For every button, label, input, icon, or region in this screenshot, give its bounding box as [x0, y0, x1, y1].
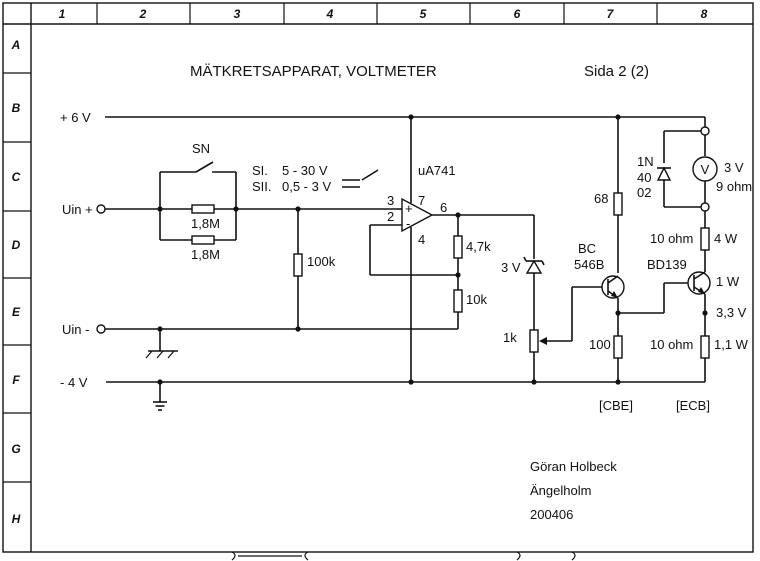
column-labels: 1 2 3 4 5 6 7 8: [59, 7, 708, 21]
range-switch-pos1-label: SI.: [252, 163, 268, 178]
voltage-33-label: 3,3 V: [716, 305, 747, 320]
column-label-8: 8: [701, 7, 708, 21]
earth-ground-icon: [153, 382, 167, 411]
resistor-4k7-label: 4,7k: [466, 239, 491, 254]
resistor-10ohm-1w1-label: 10 ohm: [650, 337, 693, 352]
reference-section: 3 V 1k: [501, 215, 572, 385]
transistor-bc546b-name-2: 546B: [574, 257, 604, 272]
opamp-section: uA741 + - 3 2 7 4 6 4,7k 10k: [369, 114, 534, 385]
resistor-100k: [293, 253, 303, 277]
resistor-10k-label: 10k: [466, 292, 487, 307]
resistor-68-label: 68: [594, 191, 608, 206]
row-label-e: E: [12, 305, 21, 319]
transistor-bd139-name: BD139: [647, 257, 687, 272]
resistor-10ohm-1w1-power: 1,1 W: [714, 337, 749, 352]
net-label-uin-plus: Uin +: [62, 202, 93, 217]
resistor-100: [613, 335, 623, 359]
author-block: Göran Holbeck Ängelholm 200406: [530, 459, 617, 522]
row-label-a: A: [11, 38, 21, 52]
output-stage: 68 BC 546B 100 [CBE]: [571, 114, 752, 413]
zener-3v-icon: [523, 256, 545, 274]
opamp-pin-4: 4: [418, 232, 425, 247]
opamp-pin-6: 6: [440, 200, 447, 215]
switch-sn-blade: [195, 161, 214, 173]
voltmeter-symbol: V: [701, 162, 710, 177]
pinout-bc546b: [CBE]: [599, 398, 633, 413]
row-label-d: D: [12, 238, 21, 252]
range-switch-blade: [361, 169, 379, 181]
range-switch-pos2-value: 0,5 - 3 V: [282, 179, 331, 194]
transistor-bc546b-icon: [572, 275, 625, 299]
pinout-bd139: [ECB]: [676, 398, 710, 413]
opamp-name: uA741: [418, 163, 456, 178]
meter-terminal-bottom: [700, 202, 710, 212]
resistor-4k7: [453, 235, 463, 259]
author-date: 200406: [530, 507, 573, 522]
net-label-uin-minus: Uin -: [62, 322, 89, 337]
resistor-1m8-top-label: 1,8M: [191, 216, 220, 231]
row-label-b: B: [12, 101, 21, 115]
opamp-pin-3: 3: [387, 193, 394, 208]
meter-spec-voltage: 3 V: [724, 160, 744, 175]
range-switch-pos2-label: SII.: [252, 179, 272, 194]
resistor-10ohm-4w-power: 4 W: [714, 231, 738, 246]
row-label-f: F: [12, 373, 20, 387]
column-label-1: 1: [59, 7, 66, 21]
author-name: Göran Holbeck: [530, 459, 617, 474]
column-label-2: 2: [139, 7, 147, 21]
switch-sn-label: SN: [192, 141, 210, 156]
diode-label-1: 1N: [637, 154, 654, 169]
resistor-10ohm-4w: [700, 227, 710, 251]
resistor-100k-label: 100k: [307, 254, 336, 269]
diode-label-2: 40: [637, 170, 651, 185]
row-label-h: H: [12, 512, 21, 526]
range-switch-pos1-value: 5 - 30 V: [282, 163, 328, 178]
column-label-4: 4: [326, 7, 334, 21]
column-label-7: 7: [607, 7, 615, 21]
resistor-100-label: 100: [589, 337, 611, 352]
resistor-10ohm-1w1: [700, 335, 710, 359]
row-label-g: G: [11, 442, 20, 456]
row-labels: A B C D E F G H: [11, 38, 21, 526]
input-section: Uin + SN 1,8M 1,8M SI. 5 - 30 V SII. 0,5…: [62, 141, 458, 411]
resistor-10k: [453, 289, 463, 313]
transistor-bc546b-name-1: BC: [578, 241, 596, 256]
supply-rails: + 6 V - 4 V: [60, 110, 706, 390]
potentiometer-1k-label: 1k: [503, 330, 517, 345]
resistor-1m8-bottom: [191, 235, 215, 245]
author-city: Ängelholm: [530, 483, 591, 498]
resistor-1m8-bottom-label: 1,8M: [191, 247, 220, 262]
column-label-3: 3: [234, 7, 241, 21]
net-label-plus6v: + 6 V: [60, 110, 91, 125]
sheet-title: MÄTKRETSAPPARAT, VOLTMETER: [190, 63, 437, 80]
row-label-c: C: [12, 170, 21, 184]
diode-1n4002-icon: [656, 166, 672, 181]
resistor-68: [613, 192, 623, 216]
chassis-ground-icon: [145, 329, 178, 359]
opamp-minus-sign: -: [406, 216, 410, 231]
transistor-bd139-icon: [687, 271, 711, 295]
potentiometer-1k: [529, 329, 539, 353]
resistor-10ohm-4w-label: 10 ohm: [650, 231, 693, 246]
opamp-plus-sign: +: [405, 201, 413, 216]
resistor-1m8-top: [191, 204, 215, 214]
page-number: Sida 2 (2): [584, 63, 649, 80]
opamp-uA741: [401, 197, 434, 233]
column-label-5: 5: [420, 7, 427, 21]
zener-3v-label: 3 V: [501, 260, 521, 275]
diode-label-3: 02: [637, 185, 651, 200]
net-label-minus4v: - 4 V: [60, 375, 88, 390]
meter-terminal-top: [700, 126, 710, 136]
terminal-uin-plus: [96, 204, 106, 214]
meter-spec-resistance: 9 ohm: [716, 179, 752, 194]
transistor-bd139-power: 1 W: [716, 274, 740, 289]
opamp-pin-2: 2: [387, 209, 394, 224]
terminal-uin-minus: [96, 324, 106, 334]
opamp-pin-7: 7: [418, 193, 425, 208]
column-label-6: 6: [514, 7, 521, 21]
